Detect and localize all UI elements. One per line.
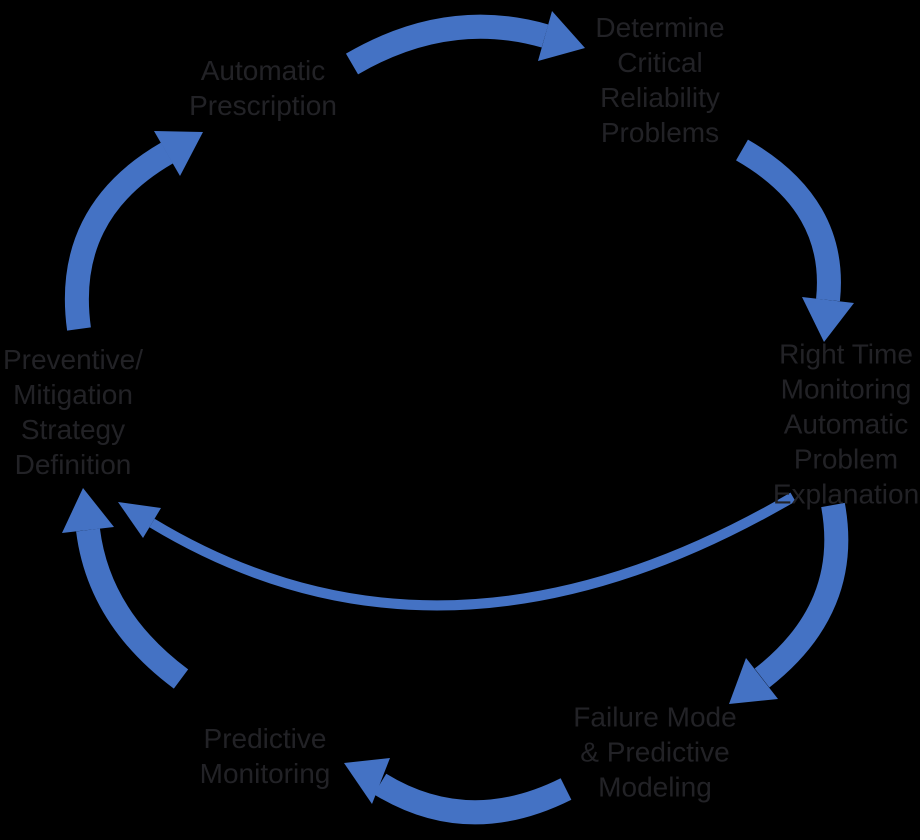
node-preventive-mitigation-strategy-definition: Preventive/ Mitigation Strategy Definiti… bbox=[2, 344, 144, 480]
arrowhead-icon bbox=[538, 11, 585, 61]
arrow-shaft bbox=[76, 528, 189, 689]
arrowhead-icon bbox=[729, 658, 778, 704]
arrow-automatic-to-determine bbox=[345, 11, 585, 75]
node-determine-critical-reliability-problems: Determine Critical Reliability Problems bbox=[595, 12, 725, 148]
node-automatic-prescription: Automatic Prescription bbox=[189, 55, 337, 121]
arrowhead-icon bbox=[62, 488, 114, 533]
arrowhead-icon bbox=[344, 758, 390, 804]
node-predictive-monitoring: Predictive Monitoring bbox=[199, 723, 331, 789]
arrow-shaft bbox=[754, 502, 849, 688]
arrow-predictive-to-preventive bbox=[62, 488, 189, 689]
arrow-shaft bbox=[735, 139, 841, 302]
arrow-preventive-to-automatic bbox=[64, 131, 203, 331]
arrowhead-icon bbox=[118, 502, 161, 538]
arrowhead-icon bbox=[802, 297, 854, 342]
arrow-shaft bbox=[345, 14, 549, 75]
arrow-failure-mode-to-predictive bbox=[344, 758, 572, 825]
arrow-shaft bbox=[149, 492, 796, 611]
arrow-shaft bbox=[373, 773, 572, 825]
node-failure-mode-predictive-modeling: Failure Mode & Predictive Modeling bbox=[573, 701, 737, 803]
arrowhead-icon bbox=[154, 131, 203, 176]
arrow-shaft bbox=[64, 142, 174, 331]
arrow-determine-to-right-time bbox=[735, 139, 854, 342]
arrow-right-time-to-preventive-swoosh bbox=[118, 492, 796, 611]
arrow-right-time-to-failure-mode bbox=[729, 502, 849, 704]
node-right-time-monitoring-automatic-problem-explanation: Right Time Monitoring Automatic Problem … bbox=[772, 338, 920, 510]
